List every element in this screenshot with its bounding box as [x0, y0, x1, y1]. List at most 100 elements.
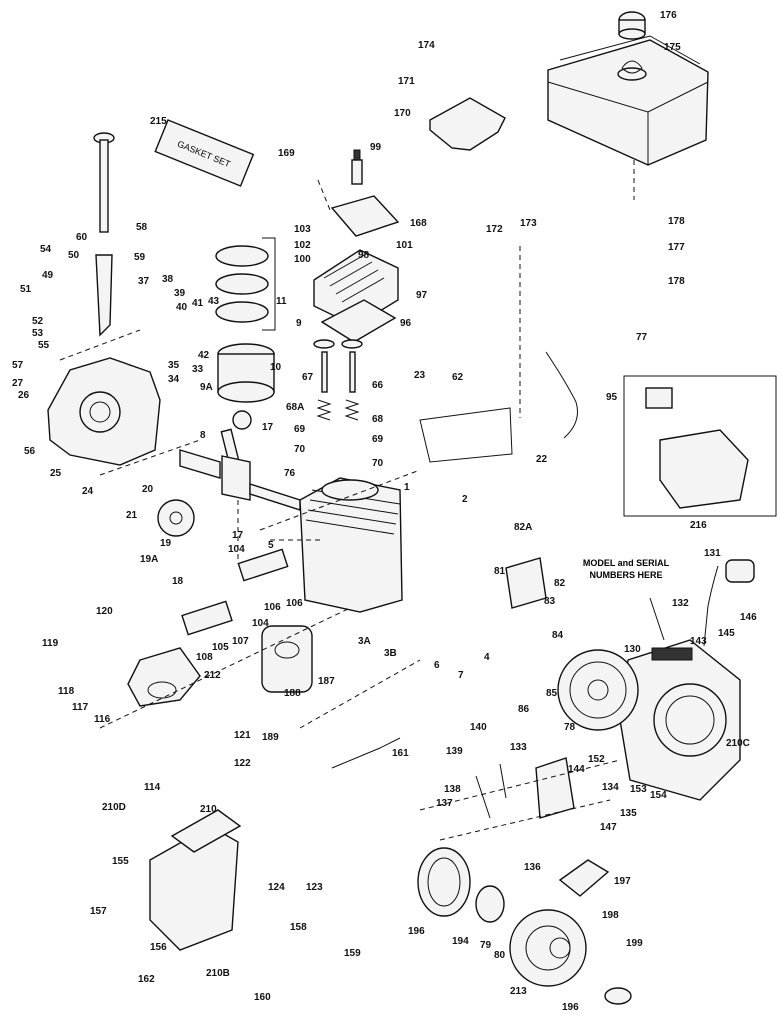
callout-194: 194	[452, 936, 469, 947]
callout-210C: 210C	[726, 738, 750, 749]
primer	[703, 559, 755, 647]
callout-158: 158	[290, 922, 307, 933]
starter-handle	[604, 987, 632, 1005]
callout-172: 172	[486, 224, 503, 235]
callout-160: 160	[254, 992, 271, 1003]
callout-95: 95	[606, 392, 618, 403]
callout-210D: 210D	[102, 802, 126, 813]
callout-66: 66	[372, 380, 384, 391]
callout-168: 168	[410, 218, 427, 229]
callout-196-bottom: 196	[562, 1002, 579, 1013]
callout-134: 134	[602, 782, 619, 793]
callout-132: 132	[672, 598, 689, 609]
callout-19: 19	[160, 538, 172, 549]
inset-box	[623, 375, 777, 517]
callout-52: 52	[32, 316, 44, 327]
callout-9: 9	[296, 318, 302, 329]
callout-155: 155	[112, 856, 129, 867]
callout-39: 39	[174, 288, 186, 299]
model-note-line1: MODEL and SERIAL	[583, 558, 670, 568]
callout-22: 22	[536, 454, 548, 465]
callout-101: 101	[396, 240, 413, 251]
callout-24: 24	[82, 486, 94, 497]
callout-116: 116	[94, 714, 111, 725]
engine-block	[299, 477, 403, 613]
callout-154: 154	[650, 790, 667, 801]
callout-138: 138	[444, 784, 461, 795]
callout-114: 114	[144, 782, 161, 793]
callout-5: 5	[268, 540, 274, 551]
callout-188: 188	[284, 688, 301, 699]
callout-1: 1	[404, 482, 410, 493]
cam-gear	[157, 499, 195, 537]
callout-136: 136	[524, 862, 541, 873]
callout-2: 2	[462, 494, 468, 505]
callout-210B: 210B	[206, 968, 230, 979]
callout-99: 99	[370, 142, 382, 153]
callout-118: 118	[58, 686, 75, 697]
callout-25: 25	[50, 468, 62, 479]
callout-162: 162	[138, 974, 155, 985]
callout-82A: 82A	[514, 522, 532, 533]
crankshaft	[179, 449, 301, 511]
callout-42: 42	[198, 350, 210, 361]
callout-108: 108	[196, 652, 213, 663]
callout-97: 97	[416, 290, 428, 301]
callout-19A: 19A	[140, 554, 158, 565]
callout-57: 57	[12, 360, 24, 371]
callout-23: 23	[414, 370, 426, 381]
callout-122: 122	[234, 758, 251, 769]
model-note-arrow	[649, 597, 665, 641]
callout-10: 10	[270, 362, 282, 373]
callout-98: 98	[358, 250, 370, 261]
callout-77: 77	[636, 332, 648, 343]
callout-140: 140	[470, 722, 487, 733]
callout-198: 198	[602, 910, 619, 921]
callout-59: 59	[134, 252, 146, 263]
callout-137: 137	[436, 798, 453, 809]
crankcase-cover	[47, 357, 201, 476]
starter-handle-guard	[558, 859, 610, 897]
callout-144: 144	[568, 764, 585, 775]
model-note-line2: NUMBERS HERE	[589, 570, 662, 580]
callout-54: 54	[40, 244, 52, 255]
piston-rings	[215, 237, 276, 331]
callout-86: 86	[518, 704, 530, 715]
intake-plate	[237, 548, 289, 582]
callout-123: 123	[306, 882, 323, 893]
callout-4: 4	[484, 652, 490, 663]
callout-174: 174	[418, 40, 435, 51]
callout-68: 68	[372, 414, 384, 425]
starter-cup	[417, 847, 471, 917]
callout-78: 78	[564, 722, 576, 733]
callout-143: 143	[690, 636, 707, 647]
callout-55: 55	[38, 340, 50, 351]
callout-67: 67	[302, 372, 314, 383]
callout-187: 187	[318, 676, 335, 687]
callout-171: 171	[398, 76, 415, 87]
callout-68A: 68A	[286, 402, 304, 413]
heat-shield-strap	[419, 407, 513, 463]
valves	[313, 339, 363, 421]
callout-177: 177	[668, 242, 685, 253]
callout-96: 96	[400, 318, 412, 329]
callout-35: 35	[168, 360, 180, 371]
callout-102: 102	[294, 240, 311, 251]
callout-106-b: 106	[286, 598, 303, 609]
governor-link	[331, 737, 401, 769]
callout-159: 159	[344, 948, 361, 959]
ignition-module	[505, 557, 547, 609]
callout-53: 53	[32, 328, 44, 339]
callout-43: 43	[208, 296, 220, 307]
callout-49: 49	[42, 270, 54, 281]
callout-213: 213	[510, 986, 527, 997]
gasket-set-box: GASKET SET	[154, 119, 255, 187]
callout-189: 189	[262, 732, 279, 743]
callout-178-bottom: 178	[668, 276, 685, 287]
flywheel	[557, 649, 639, 731]
callout-147: 147	[600, 822, 617, 833]
muffler	[261, 625, 313, 693]
callout-117: 117	[72, 702, 89, 713]
callout-104-bottom: 104	[252, 618, 269, 629]
